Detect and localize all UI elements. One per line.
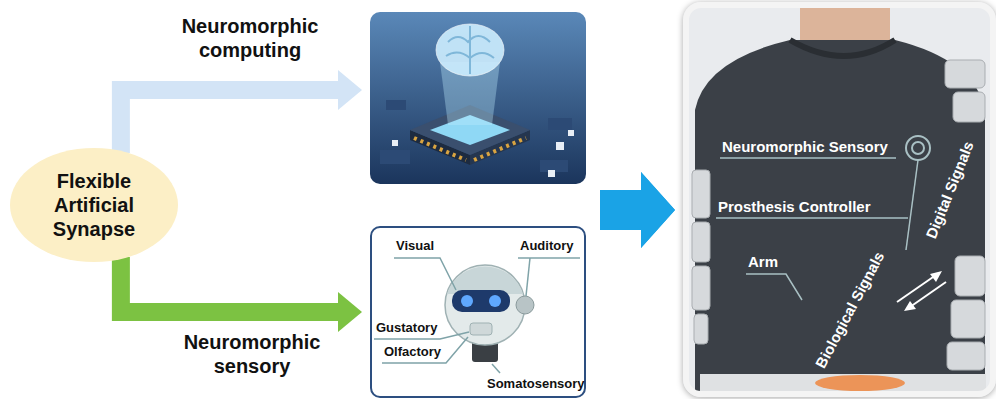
leader-line [394,258,456,290]
leader-line [526,258,530,296]
sensor-icon [906,136,930,160]
prosthesis-panel: Neuromorphic SensoryProsthesis Controlle… [683,2,996,397]
leader-line [746,274,802,300]
robot-head [445,265,525,345]
computing-background [370,12,586,184]
signal-label: Biological Signals [812,249,889,372]
leader-line [492,364,500,373]
sense-label: Visual [396,238,434,254]
leader-line [382,337,468,363]
signal-arrow [897,275,936,302]
sensory-background [370,226,586,398]
sensory-panel: Neuromorphic sensoryVisualAuditoryGustat… [370,226,586,398]
arrow-band [121,257,340,312]
sense-label: Olfactory [384,344,441,360]
robot-visor [452,290,510,312]
brain [436,24,504,76]
synapse-ellipse: Flexible Artificial Synapse [10,148,178,262]
block-arrow-shape [600,172,675,248]
branch-arrow [121,70,362,153]
robot-arm-part [951,300,985,338]
chip-pins [474,138,526,160]
robot-finger [692,266,710,310]
sensor-icon [912,142,924,154]
robot-eye [461,295,473,307]
branch-heading: Neuromorphic computing [158,14,342,62]
arrowhead [338,70,362,110]
robot-helmet [447,266,523,294]
computing-panel: Neuromorphic computing [370,12,586,184]
callout-label: Neuromorphic Sensory [722,138,888,156]
robot-finger [692,170,710,218]
robot-arm-part [945,60,985,88]
robot-arm-part [953,92,985,122]
robot-finger [694,314,708,344]
chip-pins [414,138,466,160]
sense-label: Somatosensory [487,376,585,392]
signal-arrow [910,282,946,307]
collar [790,40,895,56]
sense-label: Auditory [520,238,573,254]
signal-glow [815,375,905,391]
prosthesis-background [683,2,996,397]
robot-mouth [470,323,492,335]
cube [392,140,398,146]
signal-arrowhead [904,301,916,311]
branch-arrow [121,257,362,332]
cube [556,142,564,150]
leader-line [518,257,580,259]
robot-eye [489,295,501,307]
forearm [700,374,986,391]
cube [568,130,574,136]
signal-label: Digital Signals [922,139,977,242]
leader-line [716,217,908,219]
signal-arrowhead [930,271,942,282]
robot-arm-part [947,342,985,370]
arrowhead [338,292,362,332]
node-title: Flexible Artificial Synapse [32,169,156,241]
block-arrow-shape [600,172,675,248]
robot-ear [516,296,534,314]
shirt [695,40,985,391]
floor-tile [380,150,410,164]
block-arrow [600,172,675,248]
sense-label: Gustatory [376,320,437,336]
floor-tile [548,118,572,130]
callout-label: Prosthesis Controller [718,198,871,216]
branch-heading: Neuromorphic sensory [160,330,344,378]
ellipse-fill [10,148,178,262]
robot-finger [692,222,710,262]
floor-tile [386,100,406,110]
robot-arm-part [955,256,985,296]
leader-line [906,160,918,250]
block-arrow [600,172,675,248]
callout-label: Arm [748,253,778,271]
leader-line [720,157,896,159]
arrow-band [121,90,340,153]
brain-folds [446,26,494,74]
cube [548,170,555,177]
